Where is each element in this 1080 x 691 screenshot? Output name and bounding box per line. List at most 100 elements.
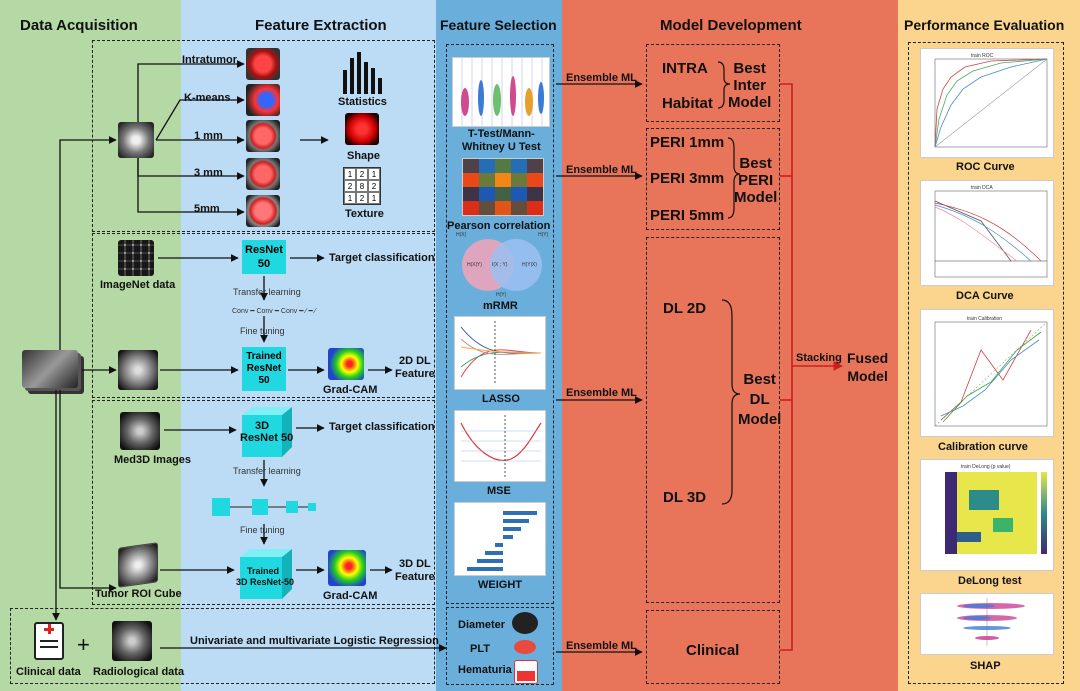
fused-model-line-2: Model	[847, 368, 888, 384]
dl-3d-label: DL 3D	[663, 489, 707, 506]
radiological-image	[112, 621, 152, 661]
resnet3d-line-1: 3D	[254, 420, 270, 432]
clinical-clipboard-icon	[34, 622, 64, 660]
fused-model-label: Fused Model	[847, 349, 888, 385]
best-dl-line-1: Best	[743, 371, 776, 388]
venn-ixy: I(X ; Y)	[492, 262, 508, 268]
region-label-5mm: 5mm	[194, 203, 220, 215]
plt-icon	[514, 640, 536, 654]
diameter-label: Diameter	[458, 619, 506, 631]
mse-plot	[454, 410, 546, 482]
clinical-group-box	[10, 608, 435, 684]
kmeans-roi-image	[246, 84, 280, 116]
fused-model-line-1: Fused	[847, 350, 889, 366]
texture-cell: 1	[344, 192, 356, 204]
dl2d-feature-label: 2D DL Feature	[395, 355, 435, 381]
tumor-roi-label: Tumor ROI Cube	[95, 588, 182, 600]
peri-5mm-label: PERI 5mm	[650, 207, 725, 224]
clinical-data-label: Clinical data	[16, 666, 81, 678]
dl-model-box	[646, 237, 780, 603]
region-label-kmeans: K-means	[184, 92, 231, 104]
best-inter-line-1: Best	[733, 60, 766, 77]
target-classification-2d: Target classification	[329, 252, 435, 264]
texture-cell: 8	[356, 180, 368, 192]
tumor-slice-image	[118, 122, 154, 158]
dl3d-feature-line-1: 3D DL	[398, 558, 431, 570]
texture-cell: 2	[368, 180, 380, 192]
trained-resnet-line-1: Trained	[246, 351, 282, 362]
violin-plot	[452, 57, 550, 127]
region-label-1mm: 1 mm	[194, 130, 223, 142]
gradcam-3d-label: Grad-CAM	[323, 590, 378, 602]
venn-hy: H(Y)	[538, 232, 549, 238]
peri-1mm-roi-image	[246, 120, 280, 152]
resnet50-line-1: ResNet	[245, 244, 283, 256]
dl2d-feature-line-2: Feature	[395, 368, 435, 380]
calibration-curve-label: Calibration curve	[938, 441, 1028, 453]
ensemble-ml-label-3: Ensemble ML	[566, 387, 637, 399]
best-inter-model-label: Best Inter Model	[728, 60, 771, 111]
dca-plot-title: train DCA	[971, 185, 993, 191]
ct-2d-slice	[118, 350, 158, 390]
best-dl-line-3: Model	[738, 411, 782, 428]
texture-cell: 1	[368, 168, 380, 180]
trained-3d-label: Trained 3D ResNet-50	[236, 566, 294, 588]
peri-5mm-roi-image	[246, 195, 280, 227]
best-peri-line-1: Best	[739, 155, 772, 172]
texture-label: Texture	[345, 208, 384, 220]
delong-plot-title: train DeLong (p value)	[961, 464, 1011, 470]
intratumor-roi-image	[246, 48, 280, 80]
venn-hx: H(X)	[456, 232, 467, 238]
plt-label: PLT	[470, 643, 490, 655]
venn-hxy: H(X|Y)	[467, 262, 482, 268]
texture-cell: 2	[344, 180, 356, 192]
texture-grid-icon: 1 2 1 2 8 2 1 2 1	[343, 167, 381, 205]
hematuria-icon	[514, 660, 538, 684]
section-title-data-acquisition: Data Acquisition	[20, 17, 138, 34]
peri-1mm-label: PERI 1mm	[650, 134, 725, 151]
calibration-curve-plot: train Calibration	[920, 309, 1054, 437]
imagenet-thumbnail	[118, 240, 154, 276]
selection-box-top	[446, 44, 554, 604]
venn-hy-bottom: H(Y)	[496, 292, 507, 298]
shap-label: SHAP	[970, 660, 1001, 672]
lasso-label: LASSO	[482, 393, 520, 405]
weight-bar-plot	[454, 502, 546, 576]
best-dl-model-label: Best DL Model	[738, 370, 781, 430]
radiological-data-label: Radiological data	[93, 666, 185, 678]
roc-plot-title: train ROC	[971, 53, 994, 59]
dl2d-feature-line-1: 2D DL	[398, 355, 431, 367]
gradcam-2d-label: Grad-CAM	[323, 384, 378, 396]
ct-stack-image	[22, 350, 78, 388]
peri-3mm-roi-image	[246, 158, 280, 190]
radiomics-group-box	[92, 40, 435, 232]
best-inter-line-3: Model	[728, 94, 772, 111]
transfer-learning-2d: Transfer learning	[233, 287, 301, 297]
stacking-label: Stacking	[796, 352, 842, 364]
gradcam-3d-heatmap	[328, 550, 366, 586]
dca-curve-plot: train DCA	[920, 180, 1054, 286]
habitat-label: Habitat	[662, 95, 713, 112]
roc-curve-label: ROC Curve	[956, 161, 1015, 173]
ttest-label: T-Test/Mann- Whitney U Test	[462, 128, 541, 154]
intra-label: INTRA	[662, 60, 708, 77]
clinical-model-label: Clinical	[686, 642, 740, 659]
mrmr-label: mRMR	[483, 300, 518, 312]
delong-heatmap: train DeLong (p value)	[920, 459, 1054, 571]
ttest-line-1: T-Test/Mann-	[467, 128, 535, 140]
calibration-plot-title: train Calibration	[967, 316, 1002, 322]
imagenet-label: ImageNet data	[100, 279, 176, 291]
fine-tuning-3d: Fine tuning	[240, 525, 285, 535]
logistic-regression-label: Univariate and multivariate Logistic Reg…	[190, 635, 439, 647]
dl3d-feature-line-2: Feature	[395, 571, 435, 583]
med3d-label: Med3D Images	[114, 454, 192, 466]
peri-model-box	[646, 128, 780, 230]
mse-label: MSE	[487, 485, 511, 497]
ensemble-ml-label-2: Ensemble ML	[566, 164, 637, 176]
dca-curve-label: DCA Curve	[956, 290, 1014, 302]
resnet50-line-2: 50	[257, 258, 271, 270]
fine-tuning-2d: Fine tuning	[240, 326, 285, 336]
region-label-3mm: 3 mm	[194, 167, 223, 179]
trained-resnet-block: Trained ResNet 50	[242, 347, 286, 391]
best-dl-line-2: DL	[749, 391, 770, 408]
